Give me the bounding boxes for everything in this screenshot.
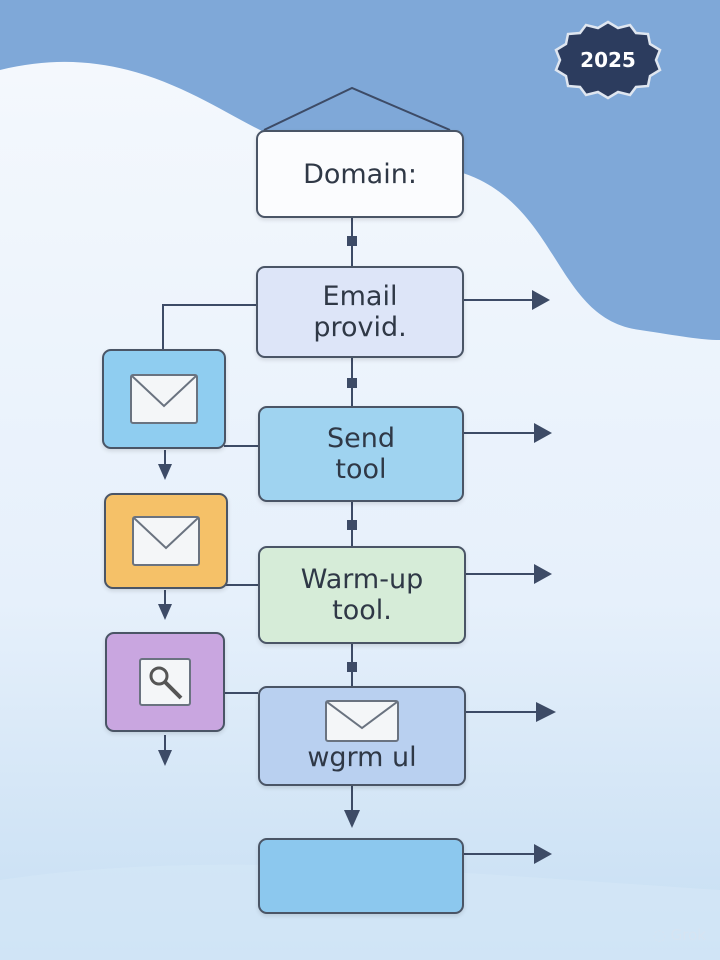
node-warmup-line2: tool.: [332, 595, 392, 626]
junction-marker: [347, 520, 357, 530]
node-warmup-box-label: wgrm ul: [307, 741, 417, 773]
node-email-line1: Email: [322, 281, 398, 312]
node-send-line2: tool: [335, 454, 387, 485]
arrow-down: [158, 604, 172, 620]
node-send-tool[interactable]: Send tool: [258, 406, 464, 502]
arrow-right: [534, 844, 552, 864]
arrow-down: [344, 810, 360, 828]
envelope-icon: [325, 699, 399, 742]
arrow-right: [536, 702, 556, 722]
node-domain-label: Domain:: [303, 158, 417, 190]
envelope-icon: [130, 374, 198, 424]
node-warmup-box[interactable]: wgrm ul: [258, 686, 466, 786]
node-domain[interactable]: Domain:: [256, 130, 464, 218]
side-email-card[interactable]: [102, 349, 226, 449]
junction-marker: [347, 236, 357, 246]
roof-line: [263, 86, 451, 131]
arrow-down: [158, 464, 172, 480]
year-badge: 2025: [552, 20, 664, 100]
search-icon: [139, 658, 191, 706]
arrow-right: [534, 564, 552, 584]
node-blank[interactable]: [258, 838, 464, 914]
arrow-right: [532, 290, 550, 310]
node-warmup-line1: Warm-up: [300, 564, 424, 595]
envelope-icon: [132, 516, 200, 566]
node-email-provider[interactable]: Email provid.: [256, 266, 464, 358]
arrow-right: [534, 423, 552, 443]
watermark-text: Grok: [670, 926, 706, 944]
arrow-down: [158, 750, 172, 766]
node-warmup-tool[interactable]: Warm-up tool.: [258, 546, 466, 644]
badge-year-text: 2025: [580, 48, 636, 72]
junction-marker: [347, 378, 357, 388]
node-email-line2: provid.: [313, 312, 407, 343]
side-send-card[interactable]: [104, 493, 228, 589]
side-search-card[interactable]: [105, 632, 225, 732]
watermark: ◌ Grok: [652, 926, 706, 944]
junction-marker: [347, 662, 357, 672]
node-send-line1: Send: [326, 423, 395, 454]
